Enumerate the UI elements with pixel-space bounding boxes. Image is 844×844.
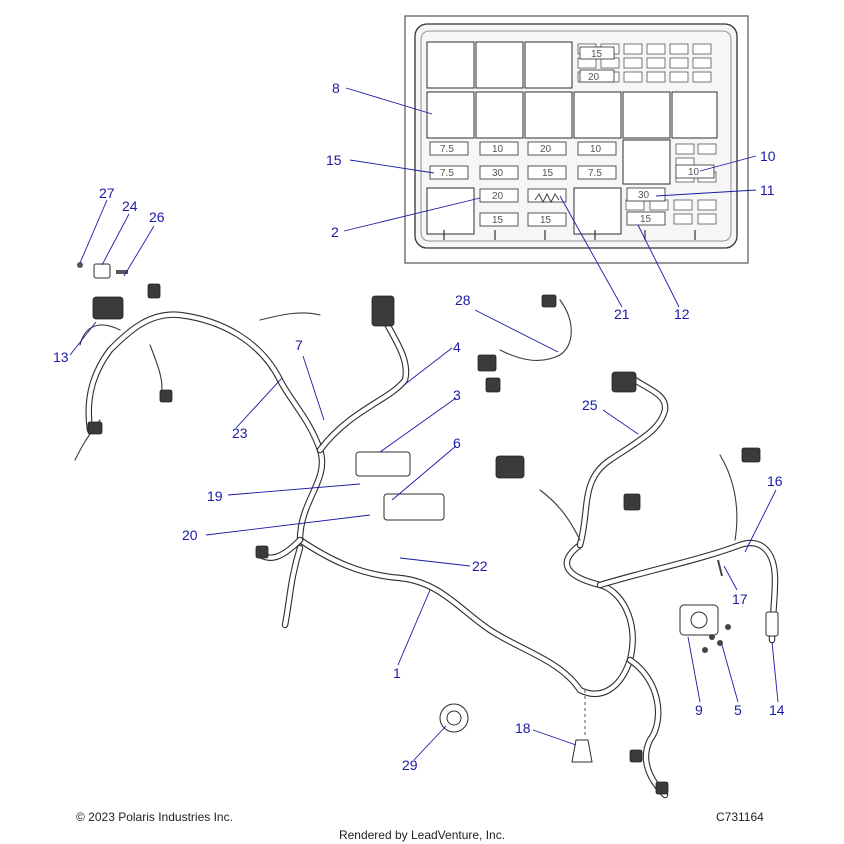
callout-22: 22	[472, 558, 488, 574]
callout-13: 13	[53, 349, 69, 365]
fuse-slots	[429, 46, 715, 227]
callout-8: 8	[332, 80, 340, 96]
callout-24: 24	[122, 198, 138, 214]
harness-connectors	[77, 262, 779, 795]
callout-11: 11	[760, 182, 775, 198]
fuse-label: 15	[540, 215, 552, 226]
terminal-pins	[443, 230, 696, 240]
callout-5: 5	[734, 702, 742, 718]
fuse-label: 20	[540, 144, 552, 155]
copyright-text: © 2023 Polaris Industries Inc.	[76, 810, 233, 824]
callout-17: 17	[732, 591, 748, 607]
diagram-code: C731164	[716, 810, 764, 824]
callout-25: 25	[582, 397, 598, 413]
leader-lines	[69, 87, 779, 761]
callout-27: 27	[99, 185, 115, 201]
callout-10: 10	[760, 148, 776, 164]
fuse-label: 15	[591, 49, 603, 60]
fuse-label: 10	[688, 167, 700, 178]
fuse-label: 10	[590, 144, 602, 155]
fuse-label: 7.5	[588, 168, 602, 179]
callout-28: 28	[455, 292, 471, 308]
callout-29: 29	[402, 757, 418, 773]
callout-23: 23	[232, 425, 248, 441]
callout-1: 1	[393, 665, 401, 681]
fuse-label: 10	[492, 144, 504, 155]
main-harness	[74, 299, 779, 799]
callout-16: 16	[767, 473, 783, 489]
callout-14: 14	[769, 702, 785, 718]
callout-12: 12	[674, 306, 690, 322]
callout-4: 4	[453, 339, 461, 355]
relay-block	[426, 41, 718, 235]
fuse-box-inset: 15 20 7.5 10 20 10 7.5 30 15 7.5 20 15 1…	[404, 15, 749, 264]
rendered-by-text: Rendered by LeadVenture, Inc.	[338, 828, 506, 842]
fuse-label: 15	[640, 214, 652, 225]
fuse-label: 20	[588, 72, 600, 83]
fuse-label: 7.5	[440, 168, 454, 179]
callout-18: 18	[515, 720, 531, 736]
callout-3: 3	[453, 387, 461, 403]
fuse-label: 20	[492, 191, 504, 202]
callout-26: 26	[149, 209, 165, 225]
callout-9: 9	[695, 702, 703, 718]
callout-21: 21	[614, 306, 630, 322]
callout-7: 7	[295, 337, 303, 353]
fuse-label: 30	[492, 168, 504, 179]
fuse-label: 30	[638, 190, 650, 201]
fuse-label: 7.5	[440, 144, 454, 155]
fuse-label: 15	[542, 168, 554, 179]
fuse-value-labels: 15 20 7.5 10 20 10 7.5 30 15 7.5 20 15 1…	[440, 49, 700, 226]
callout-20: 20	[182, 527, 198, 543]
callout-19: 19	[207, 488, 223, 504]
callout-labels: 8 15 2 10 11 12 21 27 24 26 13 28 7 4 3 …	[53, 80, 785, 773]
callout-6: 6	[453, 435, 461, 451]
fuse-label: 15	[492, 215, 504, 226]
callout-15: 15	[326, 152, 342, 168]
callout-2: 2	[331, 224, 339, 240]
circuit-breaker-icon	[534, 192, 560, 204]
